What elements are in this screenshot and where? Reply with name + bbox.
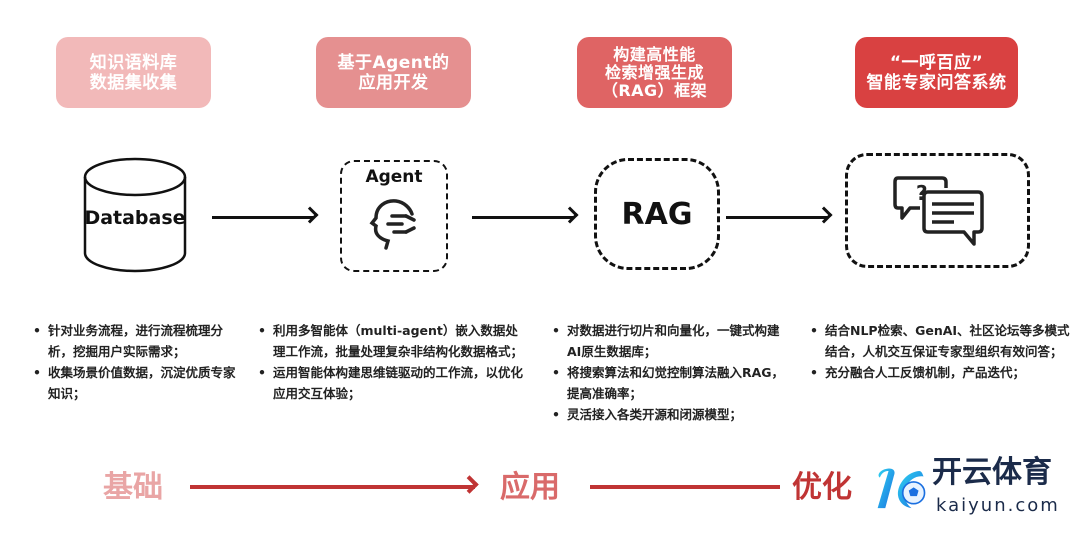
stage-1-bullets: 针对业务流程，进行流程梳理分析，挖掘用户实际需求； 收集场景价值数据，沉淀优质专…	[33, 320, 238, 404]
bullet-item: 充分融合人工反馈机制，产品迭代；	[810, 362, 1070, 383]
agent-head-icon	[369, 199, 416, 250]
rag-label: RAG	[621, 197, 693, 232]
bullet-item: 运用智能体构建思维链驱动的工作流，以优化应用交互体验；	[258, 362, 530, 404]
flow-arrow-3	[726, 216, 828, 219]
flow-label-optimization: 优化	[792, 470, 852, 505]
chat-qa-icon: ?	[893, 176, 984, 246]
stage-1-title-badge: 知识语料库 数据集收集	[56, 37, 211, 108]
stage-4-title-line: 智能专家问答系统	[866, 72, 1007, 93]
bullet-item: 将搜索算法和幻觉控制算法融入RAG，提高准确率；	[552, 362, 787, 404]
flow-line-1	[190, 485, 475, 489]
agent-box: Agent	[340, 160, 448, 272]
qa-box: ?	[845, 153, 1030, 268]
stage-4-bullets: 结合NLP检索、GenAI、社区论坛等多模式结合，人机交互保证专家型组织有效问答…	[810, 320, 1070, 383]
watermark-brand: 开云体育	[932, 455, 1052, 490]
bullet-item: 针对业务流程，进行流程梳理分析，挖掘用户实际需求；	[33, 320, 238, 362]
stage-1-title-line: 数据集收集	[89, 72, 178, 93]
stage-3-title-line: （RAG）框架	[601, 80, 708, 100]
flow-arrow-1	[212, 216, 314, 219]
database-cylinder-icon: Database	[80, 155, 190, 275]
flow-arrow-2	[472, 216, 574, 219]
stage-3-title-badge: 构建高性能 检索增强生成 （RAG）框架	[577, 37, 732, 108]
rag-box: RAG	[594, 158, 720, 270]
watermark-logo: 开云体育 kaiyun.com	[870, 455, 1080, 535]
flow-label-foundation: 基础	[103, 470, 163, 505]
bullet-item: 结合NLP检索、GenAI、社区论坛等多模式结合，人机交互保证专家型组织有效问答…	[810, 320, 1070, 362]
watermark-k-ball-icon	[877, 468, 926, 509]
stage-4-title-line: “一呼百应”	[889, 52, 984, 73]
bullet-item: 对数据进行切片和向量化，一键式构建AI原生数据库；	[552, 320, 787, 362]
flow-line-2	[590, 485, 780, 489]
svg-text:?: ?	[916, 181, 928, 205]
stage-3-title-line: 检索增强生成	[604, 62, 704, 82]
agent-label: Agent	[365, 167, 423, 187]
flow-label-application: 应用	[500, 470, 560, 505]
bullet-item: 利用多智能体（multi-agent）嵌入数据处理工作流，批量处理复杂非结构化数…	[258, 320, 530, 362]
database-label: Database	[84, 207, 186, 229]
stage-2-title-line: 应用开发	[358, 72, 429, 93]
stage-2-bullets: 利用多智能体（multi-agent）嵌入数据处理工作流，批量处理复杂非结构化数…	[258, 320, 530, 404]
stage-3-title-line: 构建高性能	[613, 44, 696, 64]
bullet-item: 灵活接入各类开源和闭源模型；	[552, 404, 787, 425]
stage-3-bullets: 对数据进行切片和向量化，一键式构建AI原生数据库； 将搜索算法和幻觉控制算法融入…	[552, 320, 787, 425]
stage-1-title-line: 知识语料库	[89, 52, 178, 73]
stage-4-title-badge: “一呼百应” 智能专家问答系统	[855, 37, 1018, 108]
bullet-item: 收集场景价值数据，沉淀优质专家知识；	[33, 362, 238, 404]
watermark-domain: kaiyun.com	[936, 495, 1060, 516]
stage-2-title-badge: 基于Agent的 应用开发	[316, 37, 471, 108]
stage-2-title-line: 基于Agent的	[337, 52, 450, 73]
